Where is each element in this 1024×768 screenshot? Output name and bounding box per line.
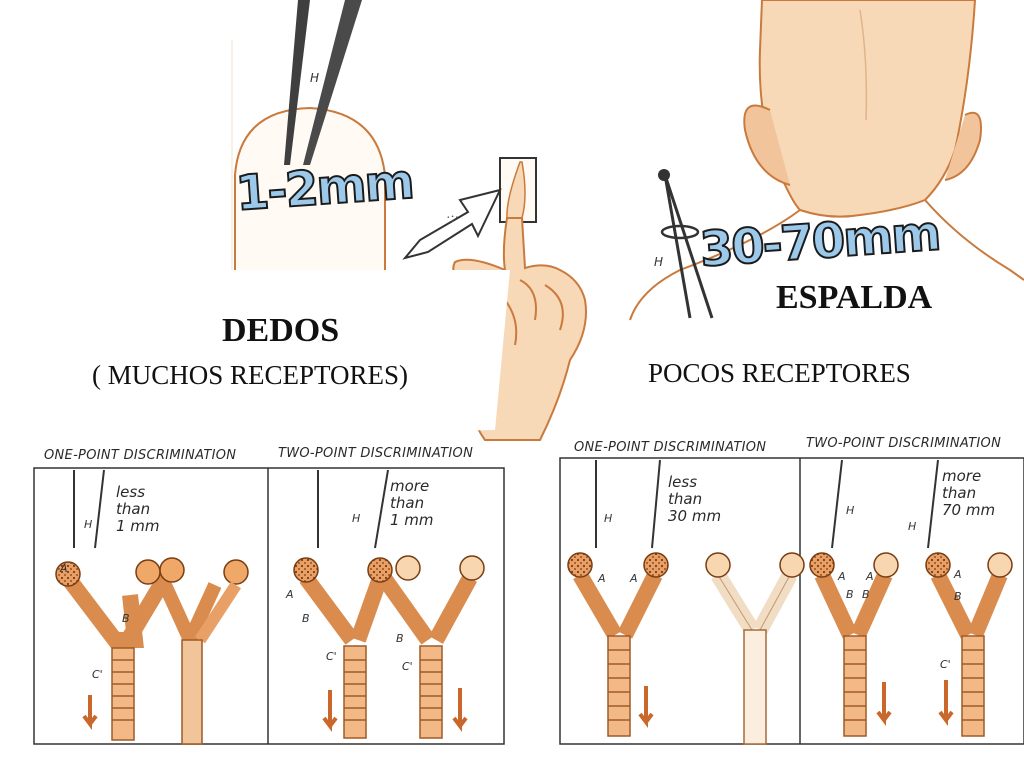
- svg-text:B: B: [954, 590, 962, 603]
- back-label-panel: [612, 318, 1024, 420]
- svg-text:B: B: [396, 632, 404, 645]
- back-two-point-note: more than 70 mm: [942, 467, 996, 519]
- head-drawing: [629, 0, 1024, 321]
- svg-text:H: H: [352, 512, 360, 525]
- svg-text:H: H: [604, 512, 612, 525]
- svg-text:B: B: [122, 612, 130, 625]
- fingers-one-point-note: less than 1 mm: [116, 483, 160, 535]
- svg-text:C': C': [940, 658, 951, 671]
- back-subtitle: POCOS RECEPTORES: [648, 358, 911, 388]
- svg-text:A: A: [837, 570, 846, 583]
- svg-text:A: A: [597, 572, 606, 585]
- svg-text:A: A: [59, 562, 68, 575]
- fingers-title: DEDOS: [222, 312, 340, 349]
- svg-text:A: A: [629, 572, 638, 585]
- svg-text:H: H: [908, 520, 916, 533]
- back-one-point-header: ONE-POINT DISCRIMINATION: [574, 440, 767, 455]
- svg-text:H: H: [84, 518, 92, 531]
- svg-text:B: B: [846, 588, 854, 601]
- svg-text:C': C': [402, 660, 413, 673]
- fingertip-drawing: [231, 40, 386, 270]
- svg-text:B: B: [862, 588, 870, 601]
- svg-text:B: B: [302, 612, 310, 625]
- back-discrimination-board: H H H A A A A B B: [559, 457, 1024, 745]
- svg-text:C': C': [326, 650, 337, 663]
- svg-text:H: H: [654, 255, 663, 269]
- fingers-one-point-header: ONE-POINT DISCRIMINATION: [44, 448, 237, 463]
- fingers-two-point-note: more than 1 mm: [390, 477, 434, 529]
- back-one-point-note: less than 30 mm: [668, 473, 722, 525]
- back-two-point-header: TWO-POINT DISCRIMINATION: [806, 436, 1002, 451]
- fingers-label-panel: [0, 270, 510, 440]
- svg-text:A: A: [865, 570, 874, 583]
- fingers-subtitle: ( MUCHOS RECEPTORES): [92, 360, 409, 390]
- caliper-drawing: H: [284, 0, 362, 165]
- svg-text:·:·: ·:·: [446, 211, 459, 226]
- fingers-discrimination-board: H H A B C' A B C' B C': [33, 467, 505, 745]
- svg-text:A: A: [285, 588, 294, 601]
- svg-text:H: H: [846, 504, 854, 517]
- fingers-two-point-header: TWO-POINT DISCRIMINATION: [278, 446, 474, 461]
- svg-text:H: H: [310, 71, 319, 85]
- svg-text:C': C': [92, 668, 103, 681]
- back-title: ESPALDA: [776, 279, 933, 316]
- svg-text:A: A: [953, 568, 962, 581]
- back-caliper-drawing: H: [654, 169, 714, 319]
